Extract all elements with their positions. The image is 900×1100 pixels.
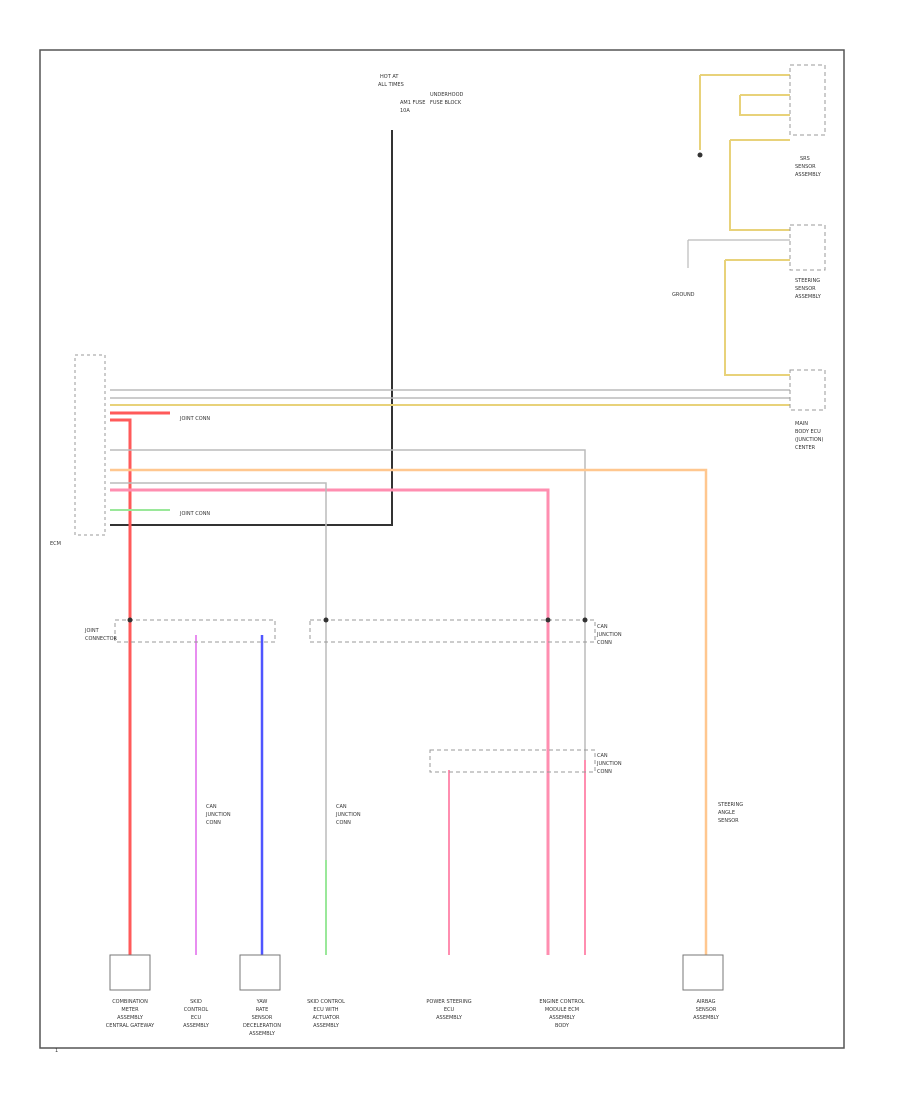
label-bottom3-l2: RATE	[256, 1007, 269, 1013]
label-ecu-left: ECM	[50, 541, 61, 547]
label-can-right2-l1: CAN	[597, 753, 608, 759]
junction-dot-3	[545, 617, 551, 623]
label-bottom6-l3: ASSEMBLY	[549, 1015, 576, 1021]
label-bottom6-l1: ENGINE CONTROL	[539, 999, 584, 1005]
label-joint-top: JOINT	[84, 628, 100, 634]
connector-box-mid	[429, 749, 596, 773]
wire-red-left	[110, 411, 170, 955]
label-bottom2-l3: ECU	[191, 1015, 202, 1021]
label-gnd-l1: CAN	[336, 804, 347, 810]
label-can-right-l1: CAN	[597, 624, 608, 630]
connector-box-top-right-1	[789, 64, 826, 136]
label-can-left-l2: JUNCTION	[205, 812, 231, 818]
label-bottom1-l3: ASSEMBLY	[117, 1015, 144, 1021]
wire-yellow-right-mid	[729, 139, 790, 231]
label-gnd-l2: JUNCTION	[335, 812, 361, 818]
wire-green	[110, 509, 327, 955]
label-main-ecm-l2: BODY ECU	[795, 429, 821, 435]
label-can-right-l3: CONN	[597, 640, 612, 646]
label-fuse-amp: 10A	[400, 108, 410, 114]
label-orange-l3: SENSOR	[718, 818, 739, 824]
label-fuse-sub: FUSE BLOCK	[430, 100, 462, 106]
label-fuse-cavity: AM1 FUSE	[400, 100, 425, 106]
label-ecm-box: GROUND	[672, 292, 695, 298]
junction-dot-1	[127, 617, 133, 623]
top-fuse-labels: HOT AT ALL TIMES UNDERHOOD FUSE BLOCK AM…	[378, 74, 464, 114]
label-bottom3-l3: SENSOR	[252, 1015, 273, 1021]
bottom-component-labels: COMBINATION METER ASSEMBLY CENTRAL GATEW…	[106, 999, 720, 1037]
left-connector	[74, 354, 106, 536]
label-can-right2-l2: JUNCTION	[596, 761, 622, 767]
connector-box-top-right-3	[789, 369, 826, 411]
label-orange-l1: STEERING	[718, 802, 743, 808]
label-pwr-dist: CENTER	[795, 445, 816, 451]
label-joint-conn-2: JOINT CONN	[179, 511, 210, 517]
label-bottom1-l2: METER	[121, 1007, 139, 1013]
label-bottom3-l5: ASSEMBLY	[249, 1031, 276, 1037]
label-bottom7-l1: AIRBAG	[696, 999, 715, 1005]
wire-pink-engine	[110, 488, 550, 955]
wire-gray-skid	[110, 482, 327, 955]
label-gnd-l3: CONN	[336, 820, 351, 826]
label-bottom5-l2: ECU	[444, 1007, 455, 1013]
label-ecm-top-title: SRS	[800, 156, 810, 162]
label-ecm-top-l1: SENSOR	[795, 164, 816, 170]
label-bottom7-l2: SENSOR	[696, 1007, 717, 1013]
label-bottom6-l4: BODY	[555, 1023, 570, 1029]
label-bottom4-l2: ECU WITH	[313, 1007, 338, 1013]
label-main-ecm-l3: (JUNCTION)	[795, 437, 824, 443]
label-bottom1-l1: COMBINATION	[112, 999, 148, 1005]
component-box-3	[682, 954, 724, 991]
top-right-labels: SRS SENSOR ASSEMBLY GROUND STEERING SENS…	[672, 156, 824, 451]
wire-yellow-right-low	[724, 259, 790, 376]
label-orange-l2: ANGLE	[718, 810, 735, 816]
label-bottom2-l1: SKID	[190, 999, 202, 1005]
label-bottom2-l2: CONTROL	[184, 1007, 209, 1013]
label-bottom5-l1: POWER STEERING	[426, 999, 471, 1005]
component-box-2	[239, 954, 281, 991]
label-bottom1-l4: CENTRAL GATEWAY	[106, 1023, 155, 1029]
junction-dot-5	[697, 152, 703, 158]
component-box-1	[109, 954, 151, 991]
label-bottom7-l3: ASSEMBLY	[693, 1015, 720, 1021]
label-fuse-main: UNDERHOOD	[430, 92, 464, 98]
label-ecm-top-l2: ASSEMBLY	[795, 172, 822, 178]
junction-dot-2	[323, 617, 329, 623]
label-bottom3-l1: YAW	[256, 999, 268, 1005]
wire-orange	[110, 468, 708, 955]
label-bottom4-l4: ASSEMBLY	[313, 1023, 340, 1029]
label-bottom4-l3: ACTUATOR	[312, 1015, 340, 1021]
label-battery-pre: HOT AT	[380, 74, 399, 80]
diagram-frame	[39, 49, 845, 1049]
left-labels: JOINT CONN JOINT CONN ECM JOINT CONNECTO…	[50, 416, 210, 642]
label-bottom5-l3: ASSEMBLY	[436, 1015, 463, 1021]
label-bottom3-l4: DECELERATION	[243, 1023, 281, 1029]
label-joint-sub: CONNECTOR	[85, 636, 118, 642]
label-main-ecm-l1: MAIN	[795, 421, 808, 427]
connector-box-top-right-2	[789, 224, 826, 271]
label-joint-conn-1: JOINT CONN	[179, 416, 210, 422]
label-bottom6-l2: MODULE ECM	[545, 1007, 579, 1013]
wire-gray-right-ground	[687, 239, 790, 268]
label-bottom4-l1: SKID CONTROL	[307, 999, 345, 1005]
label-can-left-l1: CAN	[206, 804, 217, 810]
footer-page-number: 1	[55, 1048, 58, 1054]
label-can-right2-l3: CONN	[597, 769, 612, 775]
label-ecm-box-l2: SENSOR	[795, 286, 816, 292]
label-battery: ALL TIMES	[378, 82, 404, 88]
label-ecm-box-l3: ASSEMBLY	[795, 294, 822, 300]
label-can-left-l3: CONN	[206, 820, 221, 826]
label-can-right-l2: JUNCTION	[596, 632, 622, 638]
connector-box-left	[114, 619, 276, 643]
label-ecm-box-l1: STEERING	[795, 278, 820, 284]
junction-dot-4	[582, 617, 588, 623]
connector-box-right	[309, 619, 596, 643]
wire-battery-feed	[110, 130, 393, 526]
mid-labels: CAN JUNCTION CONN CAN JUNCTION CONN CAN …	[205, 624, 743, 826]
wire-yellow-right-top	[699, 74, 790, 150]
label-bottom2-l4: ASSEMBLY	[183, 1023, 210, 1029]
